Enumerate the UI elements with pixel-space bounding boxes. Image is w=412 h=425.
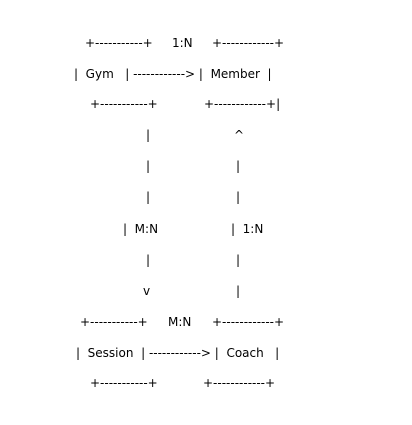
session-coach-row: | Session | ------------> | Coach | bbox=[76, 346, 280, 360]
arrow-down-icon: v bbox=[143, 284, 151, 298]
gym-box-bottom-border: +-----------+ bbox=[90, 97, 158, 111]
relationship-gym-member-label: 1:N bbox=[172, 36, 193, 50]
gym-box-top-border: +-----------+ bbox=[85, 36, 153, 50]
relationship-member-coach-label: | 1:N bbox=[231, 222, 264, 236]
relationship-session-coach-label: M:N bbox=[168, 315, 192, 329]
right-connector-bar: | bbox=[236, 253, 241, 267]
coach-box-top-border: +------------+ bbox=[212, 315, 285, 329]
relationship-gym-session-label: | M:N bbox=[123, 222, 159, 236]
member-box-bottom-border: +------------+| bbox=[204, 97, 281, 111]
member-box-top-border: +------------+ bbox=[212, 36, 285, 50]
left-connector-bar: | bbox=[146, 190, 151, 204]
right-connector-bar: | bbox=[236, 190, 241, 204]
left-connector-bar: | bbox=[146, 159, 151, 173]
right-connector-bar: | bbox=[236, 284, 241, 298]
gym-member-row: | Gym | ------------> | Member | bbox=[74, 67, 272, 81]
right-connector-bar: | bbox=[236, 159, 241, 173]
session-box-bottom-border: +-----------+ bbox=[90, 376, 158, 390]
left-connector-bar: | bbox=[146, 128, 151, 142]
session-box-top-border: +-----------+ bbox=[80, 315, 148, 329]
left-connector-bar: | bbox=[146, 253, 151, 267]
coach-box-bottom-border: +------------+ bbox=[203, 376, 276, 390]
arrow-up-icon: ^ bbox=[234, 128, 245, 142]
